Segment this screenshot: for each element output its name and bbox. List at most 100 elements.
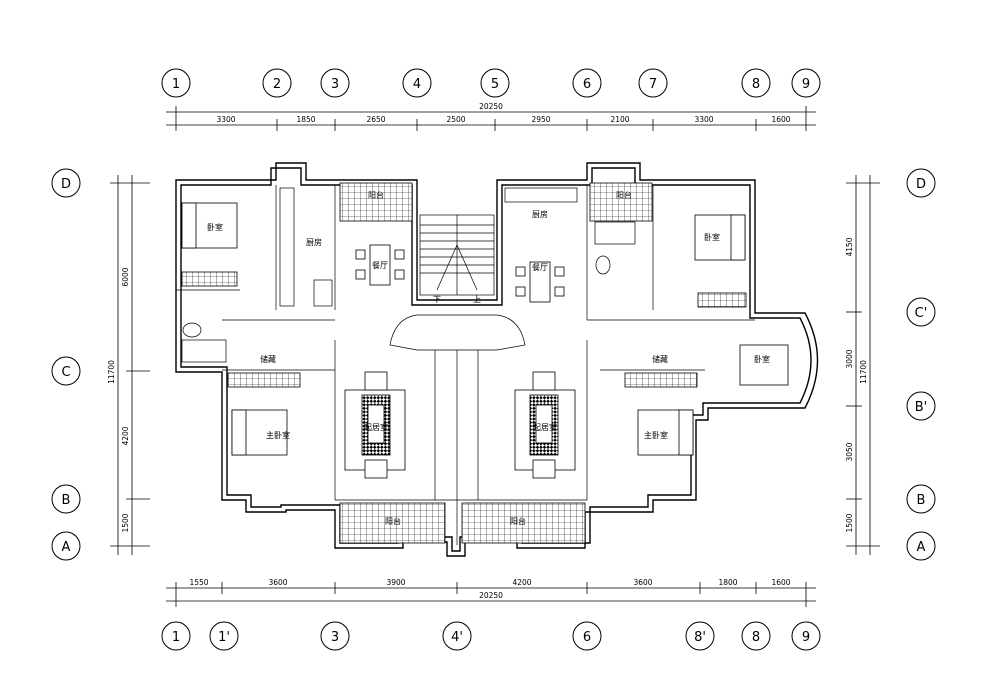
axis-bubble-bottom-8-prime: 8' [685, 621, 715, 651]
svg-text:C: C [61, 365, 70, 380]
dim-bottom-total: 20250 [479, 591, 503, 600]
svg-text:7: 7 [649, 77, 657, 92]
room-bedroom-right: 卧室 [704, 232, 720, 242]
svg-text:8: 8 [752, 630, 760, 645]
dim-left-3: 1500 [121, 513, 130, 532]
dim-right-1: 4150 [845, 237, 854, 256]
svg-text:4': 4' [451, 630, 463, 645]
dim-top-7: 3300 [694, 115, 713, 124]
bed-left-bedroom [181, 202, 238, 249]
room-balcony-bottom-right: 阳台 [510, 516, 526, 526]
wardrobe-master-right [624, 372, 698, 388]
dining-table-left [355, 244, 405, 286]
wardrobe-right-bedroom [697, 292, 747, 308]
axis-bubble-top-6: 6 [572, 68, 602, 98]
dim-top-2: 1850 [296, 115, 315, 124]
top-dimensions: 20250 3300 1850 2650 2500 2950 2100 3300… [166, 102, 816, 131]
axis-bubble-bottom-3: 3 [320, 621, 350, 651]
svg-text:1: 1 [172, 77, 180, 92]
room-dining-right: 餐厅 [532, 263, 548, 272]
axis-bubble-top-2: 2 [262, 68, 292, 98]
room-balcony-top-left: 阳台 [368, 190, 384, 200]
axis-bubble-bottom-9: 9 [791, 621, 821, 651]
living-left-furniture [344, 371, 406, 479]
dining-table-right [515, 261, 565, 303]
svg-text:6: 6 [583, 630, 591, 645]
axis-bubble-bottom-4-prime: 4' [442, 621, 472, 651]
room-bedroom-bay: 卧室 [754, 354, 770, 364]
axis-bubble-right-C-prime: C' [906, 297, 936, 327]
room-master-left: 主卧室 [266, 430, 290, 440]
room-storage-right: 储藏 [652, 354, 668, 364]
svg-text:1: 1 [172, 630, 180, 645]
room-bedroom-left: 卧室 [207, 222, 223, 232]
room-living-right: 起居室 [533, 422, 557, 432]
svg-text:8': 8' [694, 630, 706, 645]
axis-bubble-top-9: 9 [791, 68, 821, 98]
stairwell: 下 上 [419, 214, 495, 304]
room-master-right: 主卧室 [644, 430, 668, 440]
axis-bubble-left-A: A [51, 531, 81, 561]
svg-text:C': C' [915, 306, 928, 321]
svg-text:B: B [917, 493, 926, 508]
bed-bay-bedroom [739, 344, 789, 386]
balcony-top-right [589, 182, 653, 222]
svg-text:4: 4 [413, 77, 421, 92]
dim-top-3: 2650 [366, 115, 385, 124]
top-axis-bubbles: 1 2 3 4 5 6 7 8 9 [161, 68, 821, 98]
dim-right-2: 3000 [845, 349, 854, 368]
svg-text:3: 3 [331, 630, 339, 645]
dim-bottom-3: 3900 [386, 578, 405, 587]
svg-text:B: B [62, 493, 71, 508]
wardrobe-left [181, 271, 238, 287]
bottom-axis-bubbles: 1 1' 3 4' 6 8' 8 9 [161, 621, 821, 651]
wardrobe-master-left [227, 372, 301, 388]
svg-text:3: 3 [331, 77, 339, 92]
dim-bottom-1: 1550 [189, 578, 208, 587]
dim-bottom-7: 1600 [771, 578, 790, 587]
svg-text:D: D [61, 177, 71, 192]
axis-bubble-right-D: D [906, 168, 936, 198]
svg-text:8: 8 [752, 77, 760, 92]
axis-bubble-top-7: 7 [638, 68, 668, 98]
svg-text:9: 9 [802, 630, 810, 645]
bathroom-fixtures [181, 221, 636, 363]
bed-master-right [637, 409, 694, 456]
axis-bubble-left-D: D [51, 168, 81, 198]
dim-right-total: 11700 [859, 360, 868, 384]
room-dining-left: 餐厅 [372, 261, 388, 270]
axis-bubble-left-C: C [51, 356, 81, 386]
room-kitchen-left: 厨房 [306, 237, 322, 247]
dim-bottom-5: 3600 [633, 578, 652, 587]
axis-bubble-right-B: B [906, 484, 936, 514]
dim-top-1: 3300 [216, 115, 235, 124]
axis-bubble-bottom-8: 8 [741, 621, 771, 651]
svg-text:2: 2 [273, 77, 281, 92]
axis-bubble-top-4: 4 [402, 68, 432, 98]
dim-left-total: 11700 [107, 360, 116, 384]
room-living-left: 起居室 [364, 422, 388, 432]
axis-bubble-right-B-prime: B' [906, 391, 936, 421]
axis-bubble-top-1: 1 [161, 68, 191, 98]
dim-bottom-2: 3600 [268, 578, 287, 587]
svg-text:B': B' [915, 400, 928, 415]
living-right-furniture [514, 371, 576, 479]
svg-text:A: A [62, 540, 71, 555]
dim-bottom-4: 4200 [512, 578, 531, 587]
room-balcony-top-right: 阳台 [616, 190, 632, 200]
dim-top-6: 2100 [610, 115, 629, 124]
axis-bubble-left-B: B [51, 484, 81, 514]
dim-right-4: 1500 [845, 513, 854, 532]
axis-bubble-bottom-1-prime: 1' [209, 621, 239, 651]
dim-top-8: 1600 [771, 115, 790, 124]
room-storage-left: 储藏 [260, 354, 276, 364]
axis-bubble-right-A: A [906, 531, 936, 561]
axis-bubble-top-5: 5 [480, 68, 510, 98]
balcony-bottom-right [461, 502, 586, 544]
svg-text:5: 5 [491, 77, 499, 92]
stair-down-label: 下 [433, 295, 441, 304]
dim-top-5: 2950 [531, 115, 550, 124]
stair-up-label: 上 [473, 295, 481, 304]
bed-right-bedroom [694, 214, 746, 261]
